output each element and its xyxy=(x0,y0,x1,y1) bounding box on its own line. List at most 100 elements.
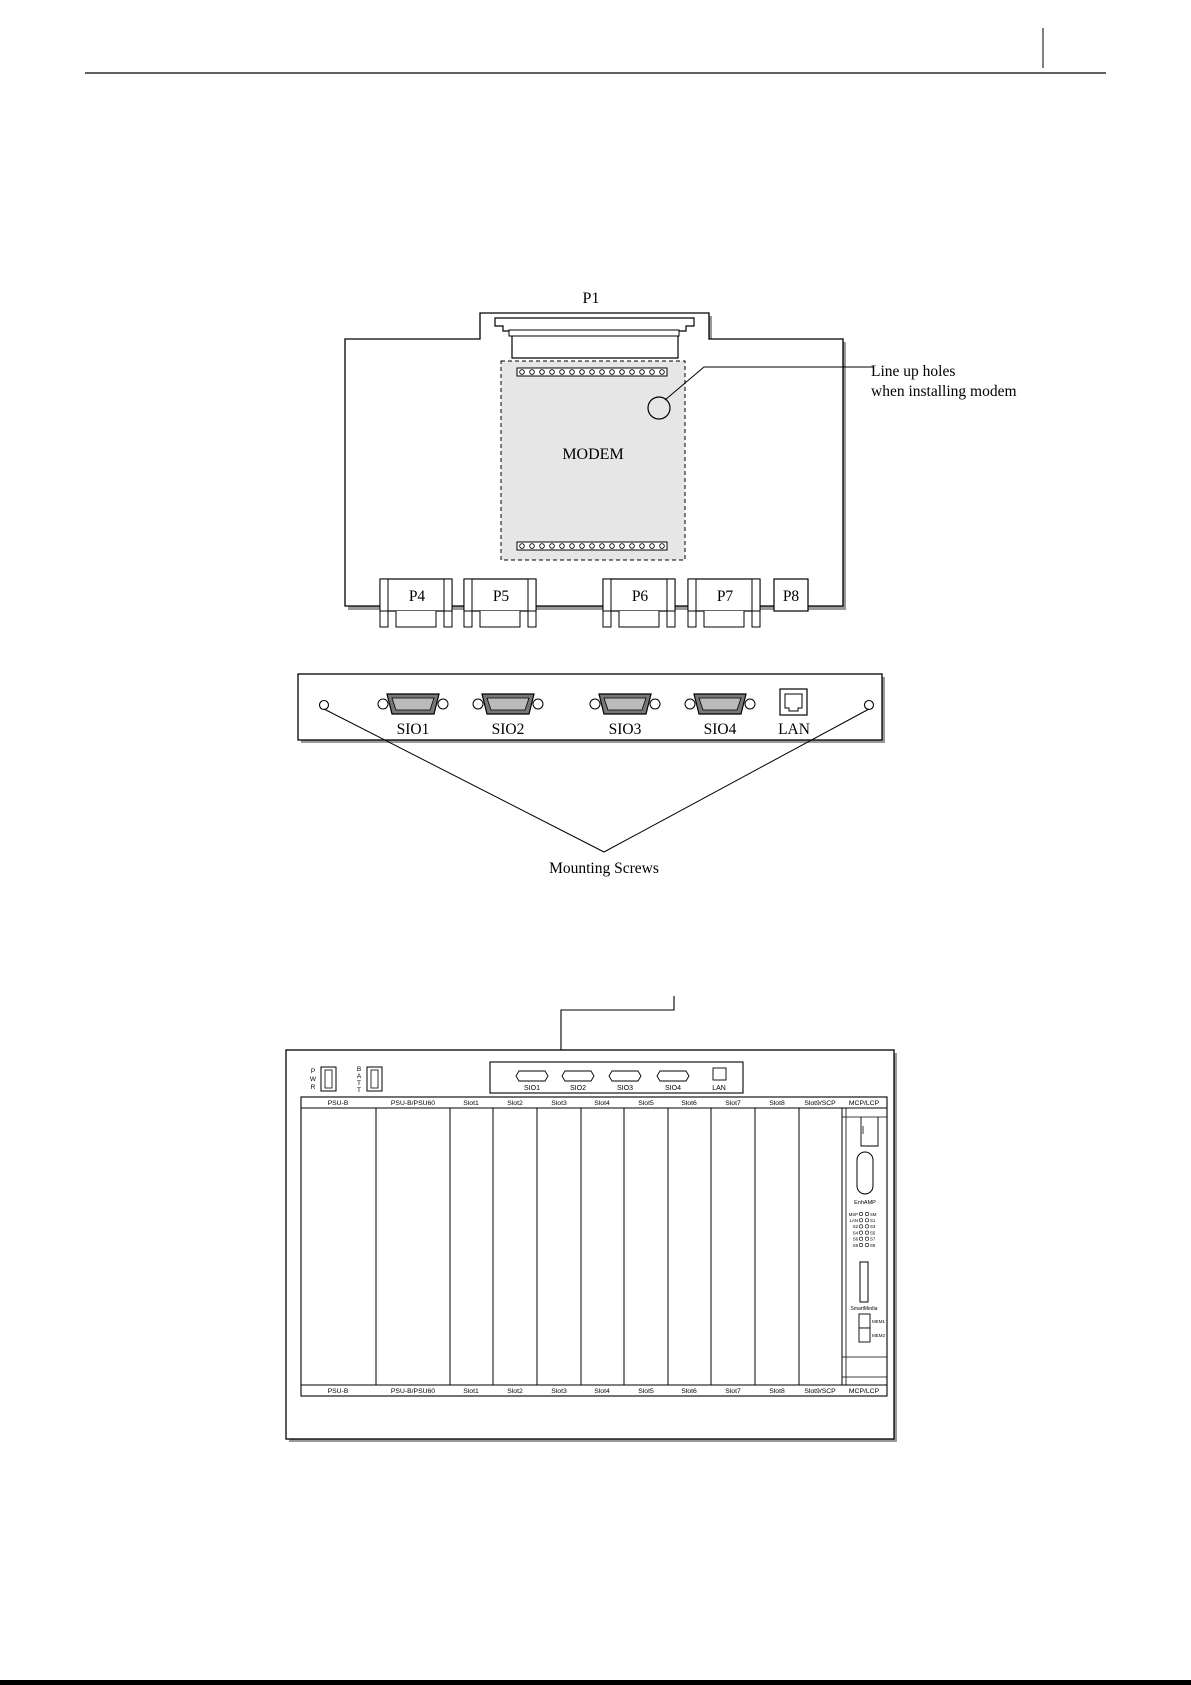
led-indicator xyxy=(864,1224,869,1229)
mem1-label: MEM1 xyxy=(872,1319,885,1324)
led-label-left: LAN xyxy=(850,1218,858,1223)
callout-text-line1: Line up holes xyxy=(871,363,955,380)
chassis-diagram: P W R B A T T SIO1 SIO2 SIO3 SIO4 LAN xyxy=(285,996,897,1442)
slot-label-bottom: Slot7 xyxy=(725,1388,741,1395)
modem-pin xyxy=(529,369,535,375)
slot-label-bottom: Slot6 xyxy=(681,1388,697,1395)
slot-label-top: Slot4 xyxy=(594,1100,610,1107)
port-p6 xyxy=(602,578,676,628)
modem-pin xyxy=(629,543,635,549)
led-label-left: S8 xyxy=(853,1243,859,1248)
io-db9-sio4 xyxy=(656,1070,690,1082)
callout-text-line2: when installing modem xyxy=(871,383,1017,400)
db9-sio3 xyxy=(589,693,661,715)
footer-bar xyxy=(0,1680,1191,1685)
modem-pin xyxy=(549,369,555,375)
rear-panel: SIO1 SIO2 SIO3 SIO4 LAN Mounting Screws xyxy=(297,673,885,877)
modem-pin xyxy=(609,543,615,549)
led-label-left: S4 xyxy=(853,1230,859,1235)
modem-pin xyxy=(569,543,575,549)
led-indicator xyxy=(864,1230,869,1235)
led-label-right: S3 xyxy=(870,1224,876,1229)
port-p7-label: P7 xyxy=(717,588,734,605)
modem-pin xyxy=(619,369,625,375)
slot-label-top: Slot8 xyxy=(769,1100,785,1107)
slot-label-bottom: PSU-B/PSU60 xyxy=(391,1388,435,1395)
db9-sio1 xyxy=(377,693,449,715)
pwr-label-p: P xyxy=(311,1068,315,1075)
io-db9-sio2 xyxy=(561,1070,595,1082)
modem-pin-row-bottom xyxy=(519,543,665,549)
led-indicator xyxy=(858,1230,863,1235)
modem-pin xyxy=(579,369,585,375)
db9-sio4 xyxy=(684,693,756,715)
port-p4 xyxy=(379,578,453,628)
led-label-left: MSP xyxy=(849,1212,858,1217)
p1-label: P1 xyxy=(583,290,600,307)
port-p6-label: P6 xyxy=(632,588,649,605)
led-label-right: S5 xyxy=(870,1230,876,1235)
led-label-right: S1 xyxy=(870,1218,876,1223)
mem-slot-2 xyxy=(858,1327,871,1343)
modem-pin xyxy=(639,543,645,549)
led-indicator xyxy=(864,1212,869,1217)
io-db9-sio3 xyxy=(608,1070,642,1082)
modem-pin xyxy=(619,543,625,549)
led-indicator xyxy=(858,1243,863,1248)
port-p8-label: P8 xyxy=(783,588,800,605)
modem-pin-row-top xyxy=(519,369,665,375)
io-rj45-lan xyxy=(712,1067,727,1081)
mounting-leader-right xyxy=(603,708,870,853)
port-p5 xyxy=(463,578,537,628)
batt-label-a: A xyxy=(357,1073,362,1080)
slot-label-bottom: Slot2 xyxy=(507,1388,523,1395)
slot-label-top: PSU-B xyxy=(328,1100,349,1107)
led-indicator xyxy=(858,1236,863,1241)
modem-pin xyxy=(589,369,595,375)
led-label-right: SM xyxy=(870,1212,877,1217)
slot-label-top: Slot2 xyxy=(507,1100,523,1107)
io-db9-sio1 xyxy=(515,1070,549,1082)
led-indicator xyxy=(858,1212,863,1217)
led-label-left: S2 xyxy=(853,1224,859,1229)
slot-frame xyxy=(300,1096,888,1397)
mounting-screws-label: Mounting Screws xyxy=(549,860,659,877)
batt-label-t2: T xyxy=(357,1087,361,1094)
pwr-label-w: W xyxy=(310,1076,317,1083)
modem-pin xyxy=(589,543,595,549)
slot-label-bottom: Slot5 xyxy=(638,1388,654,1395)
slot-label-top: Slot5 xyxy=(638,1100,654,1107)
modem-pin xyxy=(649,369,655,375)
callout-leader xyxy=(664,366,873,401)
slot-label-top: MCP/LCP xyxy=(849,1100,880,1107)
led-indicator xyxy=(858,1224,863,1229)
slot-label-bottom: Slot1 xyxy=(463,1388,479,1395)
slot-label-top: Slot3 xyxy=(551,1100,567,1107)
modem-pin xyxy=(519,543,525,549)
led-label-left: S6 xyxy=(853,1237,859,1242)
smartmedia-slot xyxy=(859,1261,869,1303)
modem-pin xyxy=(559,369,565,375)
panel-sio2-label: SIO2 xyxy=(492,721,525,738)
modem-label: MODEM xyxy=(562,446,623,463)
slot-label-top: Slot7 xyxy=(725,1100,741,1107)
db9-sio2 xyxy=(472,693,544,715)
mounting-screw-left xyxy=(318,699,330,711)
modem-pin xyxy=(579,543,585,549)
modem-pin xyxy=(559,543,565,549)
batt-label-b: B xyxy=(357,1066,361,1073)
modem-pin xyxy=(529,543,535,549)
slot-label-top: PSU-B/PSU60 xyxy=(391,1100,435,1107)
slot-label-bottom: Slot3 xyxy=(551,1388,567,1395)
chassis-leader xyxy=(560,996,675,1050)
port-p5-label: P5 xyxy=(493,588,510,605)
slot-label-bottom: Slot4 xyxy=(594,1388,610,1395)
panel-sio4-label: SIO4 xyxy=(704,721,737,738)
io-sio2-label: SIO2 xyxy=(570,1085,586,1092)
batt-label-t1: T xyxy=(357,1080,361,1087)
smartmedia-label: SmartMedia xyxy=(851,1306,878,1312)
panel-sio3-label: SIO3 xyxy=(609,721,642,738)
modem-pin xyxy=(639,369,645,375)
